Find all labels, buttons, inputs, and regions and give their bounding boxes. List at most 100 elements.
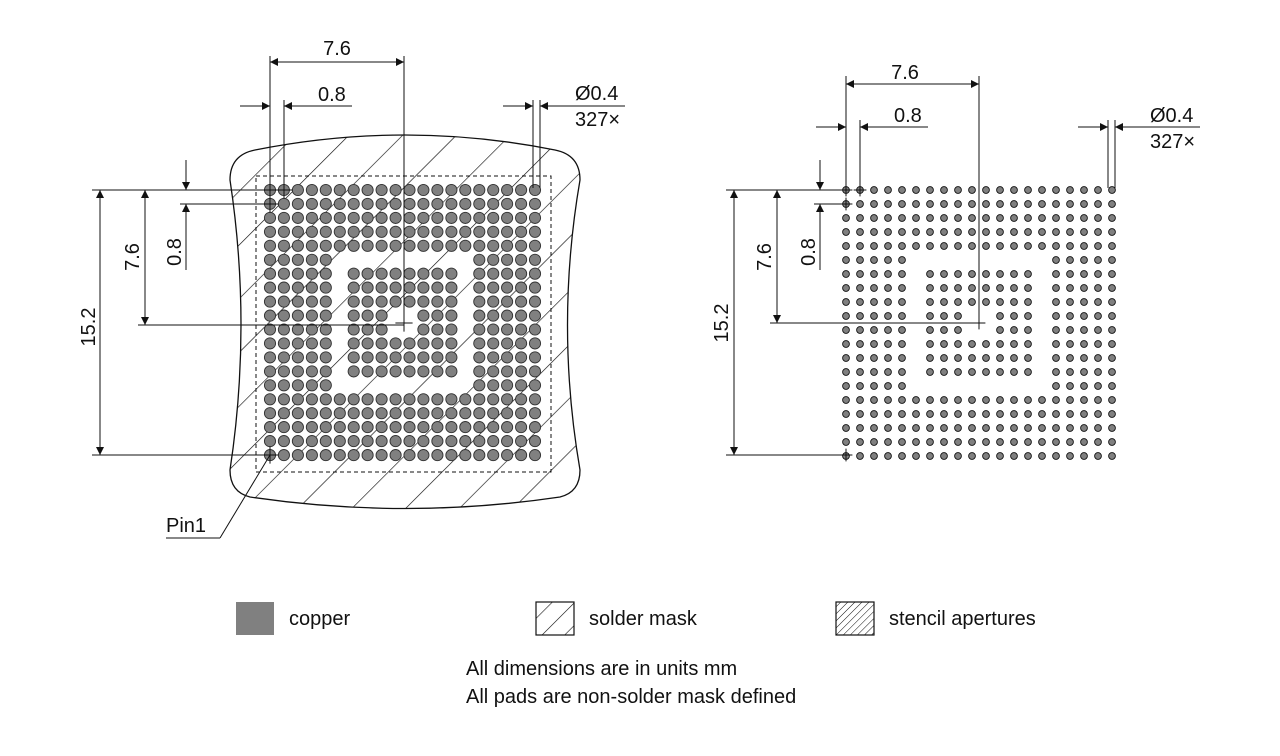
ball-pad: [501, 421, 514, 434]
ball-pad: [968, 354, 976, 362]
ball-pad: [968, 200, 976, 208]
ball-pad: [305, 225, 318, 238]
ball-pad: [277, 267, 290, 280]
ball-pad: [1024, 452, 1032, 460]
ball-pad: [968, 396, 976, 404]
ball-pad: [361, 211, 374, 224]
ball-pad: [884, 340, 892, 348]
ball-pad: [473, 197, 486, 210]
ball-pad: [291, 435, 304, 448]
ball-pad: [1052, 410, 1060, 418]
ball-pad: [319, 435, 332, 448]
ball-pad: [361, 407, 374, 420]
ball-pad: [431, 239, 444, 252]
ball-pad: [417, 183, 430, 197]
ball-pad: [459, 421, 472, 434]
ball-pad: [361, 351, 374, 364]
ball-pad: [1010, 354, 1018, 362]
ball-pad: [375, 211, 388, 224]
ball-pad: [912, 228, 920, 236]
ball-pad: [333, 197, 346, 210]
ball-pad: [333, 393, 346, 406]
ball-pad: [996, 298, 1004, 306]
ball-pad: [528, 365, 542, 378]
ball-pad: [319, 267, 332, 280]
ball-pad: [389, 281, 402, 294]
ball-pad: [1094, 298, 1102, 306]
ball-pad: [389, 365, 402, 378]
ball-pad: [1108, 256, 1116, 264]
ball-pad: [319, 337, 332, 350]
ball-pad: [926, 312, 934, 320]
ball-pad: [1038, 452, 1046, 460]
ball-pad: [884, 284, 892, 292]
ball-pad: [870, 256, 878, 264]
ball-pad: [954, 228, 962, 236]
ball-pad: [528, 281, 542, 294]
ball-pad: [501, 435, 514, 448]
ball-pad: [347, 407, 360, 420]
ball-pad: [375, 239, 388, 252]
ball-pad: [856, 424, 864, 432]
ball-pad: [1052, 312, 1060, 320]
ball-pad: [487, 323, 500, 336]
ball-pad: [263, 421, 277, 434]
ball-pad: [445, 309, 458, 322]
ball-pad: [982, 438, 990, 446]
ball-pad: [856, 452, 864, 460]
ball-pad: [1108, 284, 1116, 292]
ball-pad: [487, 393, 500, 406]
left-dim-pad-pitch-y: 0.8: [164, 238, 186, 266]
ball-pad: [417, 309, 430, 322]
ball-pad: [487, 421, 500, 434]
ball-pad: [403, 365, 416, 378]
ball-pad: [996, 326, 1004, 334]
ball-pad: [389, 351, 402, 364]
ball-pad: [982, 186, 990, 194]
ball-pad: [1038, 200, 1046, 208]
ball-pad: [263, 435, 277, 448]
ball-pad: [431, 421, 444, 434]
legend-label-solder-mask: solder mask: [589, 608, 698, 630]
ball-pad: [515, 379, 528, 392]
ball-pad: [291, 407, 304, 420]
ball-pad: [856, 326, 864, 334]
ball-pad: [473, 365, 486, 378]
ball-pad: [1108, 228, 1116, 236]
ball-pad: [884, 424, 892, 432]
ball-pad: [487, 365, 500, 378]
ball-pad: [515, 183, 528, 197]
pin1-label: Pin1: [166, 515, 206, 537]
ball-pad: [856, 382, 864, 390]
ball-pad: [263, 253, 277, 266]
ball-pad: [501, 225, 514, 238]
ball-pad: [277, 449, 290, 462]
ball-pad: [515, 421, 528, 434]
ball-pad: [277, 323, 290, 336]
right-dimensions: 7.6 0.8 Ø0.4 327× 15.2 7.6 0.8: [711, 62, 1200, 456]
ball-pad: [1094, 284, 1102, 292]
left-dim-span-y: 15.2: [78, 308, 100, 347]
ball-pad: [319, 449, 332, 462]
ball-pad: [870, 354, 878, 362]
ball-pad: [431, 407, 444, 420]
ball-pad: [1094, 228, 1102, 236]
ball-pad: [1024, 298, 1032, 306]
ball-pad: [968, 368, 976, 376]
ball-pad: [968, 284, 976, 292]
ball-pad: [291, 211, 304, 224]
ball-pad: [319, 225, 332, 238]
ball-pad: [968, 214, 976, 222]
ball-pad: [912, 242, 920, 250]
ball-pad: [305, 309, 318, 322]
ball-pad: [870, 312, 878, 320]
ball-pad: [528, 253, 542, 266]
ball-pad: [884, 242, 892, 250]
ball-pad: [940, 298, 948, 306]
ball-pad: [528, 267, 542, 280]
ball-pad: [445, 337, 458, 350]
ball-pad: [277, 253, 290, 266]
ball-pad: [898, 410, 906, 418]
ball-pad: [1024, 396, 1032, 404]
ball-pad: [277, 309, 290, 322]
